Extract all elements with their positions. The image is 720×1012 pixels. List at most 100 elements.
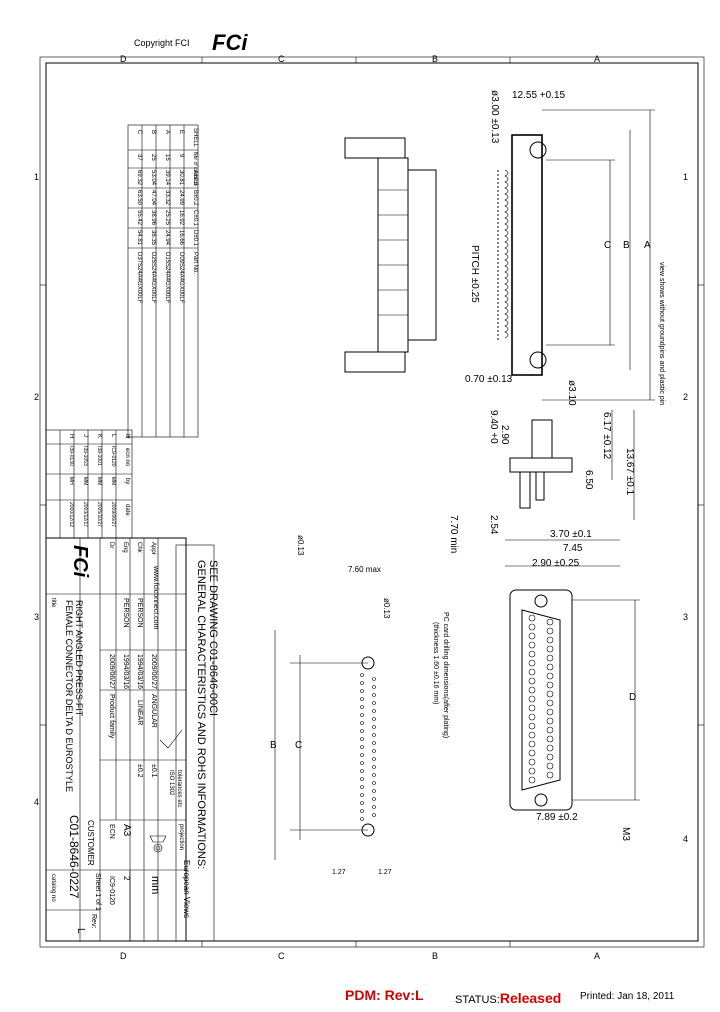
svg-text:2005/10/27: 2005/10/27: [96, 502, 102, 527]
svg-text:2000/12/12: 2000/12/12: [68, 502, 74, 527]
drill-hole: [372, 709, 376, 713]
face-pin: [528, 641, 536, 649]
size-row: B 25 53.04 47.04 38.96 38.35 D25S24A4GX0…: [150, 130, 156, 304]
zone-ticks: [40, 57, 704, 947]
face-pin: [546, 744, 554, 752]
drill-hole: [372, 717, 376, 721]
linear-label: LINEAR: [136, 700, 143, 725]
printed-date: Printed: Jan 18, 2011: [580, 991, 675, 1002]
dim-dia-0-13-b: ø0.13: [382, 598, 391, 619]
dr-name: PERSON: [136, 598, 143, 628]
zone-bottom-b: B: [432, 951, 438, 961]
svg-text:H: H: [68, 434, 74, 438]
sheet-outer-border: [39, 56, 705, 948]
eng-date: 1994/03/16: [136, 654, 143, 689]
dim-b-label: B: [623, 240, 630, 251]
size-value: A3: [121, 824, 132, 837]
svg-text:25.25: 25.25: [164, 210, 170, 226]
face-pin: [546, 708, 554, 716]
side-view: [344, 137, 437, 373]
copyright-text: Copyright FCI: [134, 38, 190, 48]
face-pin: [528, 722, 536, 730]
face-pin: [546, 645, 554, 653]
drill-hole: [372, 677, 376, 681]
svg-text:24.94: 24.94: [164, 230, 170, 246]
rev-col-ecn: ecn no: [124, 448, 130, 467]
title-block-logo: FCi: [69, 545, 91, 578]
dim-9-40: 9.40 +0: [488, 410, 499, 444]
zone-right-2: 2: [683, 392, 688, 402]
zone-bottom-a: A: [594, 951, 600, 961]
face-pin: [528, 677, 536, 685]
projection-label: projection: [178, 824, 184, 850]
face-view: D 7.89 ±0.2 M3: [509, 589, 640, 841]
svg-text:2009/06/27: 2009/06/27: [110, 502, 116, 527]
svg-text:47.04: 47.04: [150, 190, 156, 206]
svg-text:D37S24A4GX00LF: D37S24A4GX00LF: [136, 252, 142, 304]
face-pin: [528, 704, 536, 712]
dim-7-45: 7.45: [563, 543, 583, 554]
face-pin: [528, 659, 536, 667]
dim-7-70: 7.70 min: [448, 515, 459, 553]
rev-value: L: [75, 928, 86, 934]
size-row: A 15 39.14 33.32 25.25 24.94 D15S24A4GX0…: [164, 130, 170, 304]
drill-hole: [372, 765, 376, 769]
size-col-contacts: Nbr of contacts: [192, 152, 198, 186]
svg-text:MM: MM: [96, 477, 102, 485]
face-pin: [528, 650, 536, 658]
svg-text:D25S24A4GX00LF: D25S24A4GX00LF: [150, 252, 156, 304]
drill-hole: [360, 801, 364, 805]
chk-date: 2009/06/27: [108, 654, 115, 689]
svg-text:IC9-0120: IC9-0120: [110, 446, 116, 467]
drill-hole: [372, 757, 376, 761]
drill-hole: [360, 705, 364, 709]
eng-name: PERSON: [122, 598, 129, 628]
drill-hole: [360, 729, 364, 733]
face-pin: [528, 623, 536, 631]
size-row: E 9 30.81 24.99 16.92 16.66 D09S24A4GX00…: [178, 130, 184, 304]
dim-pitch: PITCH ±0.25: [469, 245, 480, 303]
sheet-label: Sheet 1 of 1: [94, 873, 101, 911]
projection-symbol-icon: [149, 835, 167, 853]
zone-top-a: A: [594, 54, 600, 64]
svg-text:C: C: [136, 130, 142, 135]
svg-text:MM: MM: [110, 477, 116, 485]
front-view: A B C 12.55 +0.15 ø3.00 ±0.13 PITCH ±0.2…: [465, 90, 665, 406]
side-detail: 9.40 +0 2.90 6.17 ±0.12 13.67 ±0.1 6.50 …: [448, 410, 635, 569]
size-table: SHELL Nbr of contacts A±0.3 B±0.2 C±0.1 …: [127, 124, 199, 438]
svg-text:J: J: [82, 434, 88, 437]
pcb-note-2: (thickness 1.60 ±0.16 mm): [432, 622, 439, 704]
revision-table: ltr ecn no by date L IC9-0120 MM 2009/06…: [45, 429, 133, 539]
dim-c-label: C: [604, 240, 611, 251]
svg-text:15: 15: [164, 154, 170, 161]
dim-2-90: 2.90: [499, 425, 510, 445]
svg-text:39.14: 39.14: [164, 170, 170, 186]
drill-hole: [360, 785, 364, 789]
dim-2-54: 2.54: [488, 515, 499, 535]
svg-text:54.81: 54.81: [136, 230, 142, 246]
dim-m3: M3: [620, 827, 631, 841]
face-pin: [546, 663, 554, 671]
drill-hole: [360, 809, 364, 813]
dim-13-67: 13.67 ±0.1: [624, 448, 635, 496]
svg-text:38.96: 38.96: [150, 210, 156, 226]
size-col-c: C±0.1: [192, 210, 198, 227]
zone-top-b: B: [432, 54, 438, 64]
drill-hole: [360, 745, 364, 749]
svg-text:24.99: 24.99: [178, 190, 184, 206]
general-note-line-2: SEE DRAWING C01-8646-00CI: [207, 560, 219, 716]
face-pin: [528, 740, 536, 748]
drill-hole: [372, 789, 376, 793]
pcb-dim-b: B: [270, 740, 277, 751]
rev-col-ltr: ltr: [124, 434, 130, 439]
zone-bottom-d: D: [120, 951, 127, 961]
svg-text:55.42: 55.42: [136, 210, 142, 226]
face-pin: [546, 735, 554, 743]
size-col-shell: SHELL: [192, 128, 198, 148]
pcb-drill-pattern: B C 7.60 max ø0.13 ø0.13 1.27 1.27 PC ca…: [270, 535, 449, 876]
rev-col-date: date: [124, 504, 130, 516]
product-family: Product family: [108, 694, 115, 739]
customer-label: CUSTOMER: [86, 820, 95, 866]
appr-label: Appr: [150, 542, 156, 555]
